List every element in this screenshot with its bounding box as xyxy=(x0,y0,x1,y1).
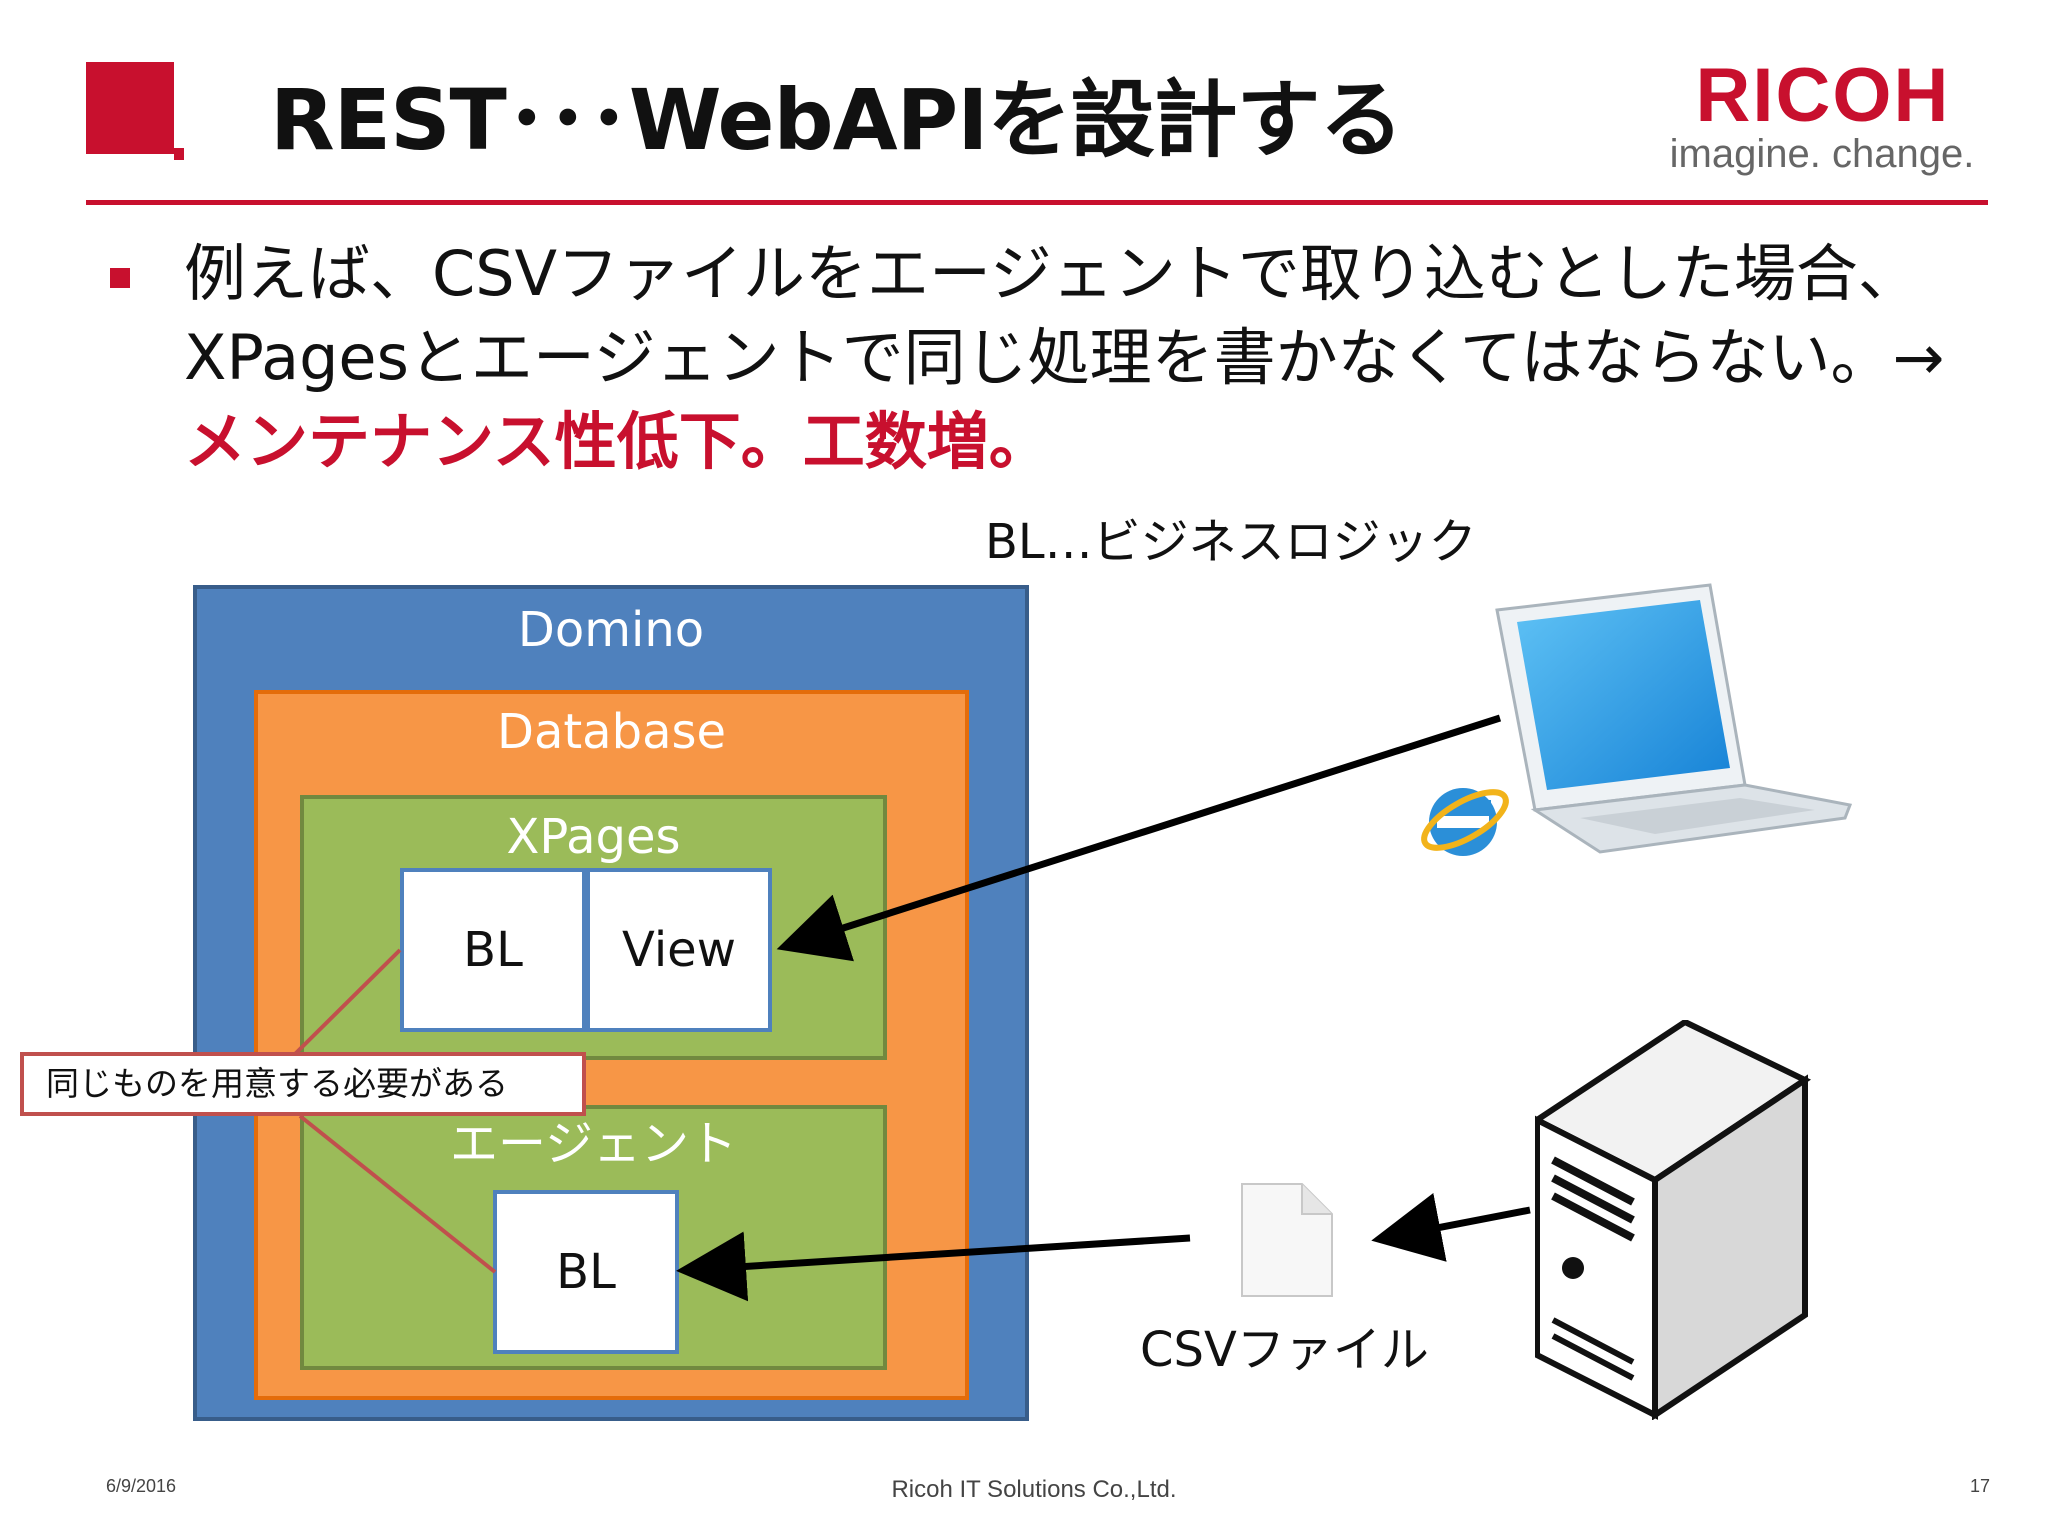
internet-explorer-icon xyxy=(1421,788,1509,856)
agent-label: エージェント xyxy=(449,1116,738,1172)
laptop-icon xyxy=(1495,583,1853,854)
xpages-label: XPages xyxy=(506,809,681,865)
csv-file-label: CSVファイル xyxy=(1140,1322,1429,1378)
csv-to-agent-arrow xyxy=(676,1231,1191,1302)
bullet-marker xyxy=(110,268,130,288)
slide-title: REST･･･WebAPIを設計する xyxy=(270,71,1403,169)
file-icon xyxy=(1241,1183,1333,1297)
ricoh-logo: RICOH xyxy=(1695,53,1951,138)
callout-connector-top xyxy=(293,948,402,1056)
title-mark xyxy=(86,62,174,154)
server-icon xyxy=(1535,1020,1812,1420)
bullet-text: 例えば、CSVファイルをエージェントで取り込むとした場合、XPagesとエージェ… xyxy=(184,232,1964,492)
footer-company: Ricoh IT Solutions Co.,Ltd. xyxy=(891,1476,1177,1503)
title-mark-tick xyxy=(174,148,184,160)
header-divider xyxy=(86,200,1988,205)
bl-legend: BL…ビジネスロジック xyxy=(985,514,1477,570)
browser-to-view-arrow xyxy=(776,714,1502,962)
server-to-csv-arrow xyxy=(1371,1193,1531,1262)
footer-date: 6/9/2016 xyxy=(106,1476,177,1496)
xpages-bl-box: BL xyxy=(400,868,586,1032)
ricoh-tagline: imagine. change. xyxy=(1669,132,1975,176)
view-box: View xyxy=(586,868,772,1032)
callout-connector-bottom xyxy=(298,1114,497,1274)
footer-page-number: 17 xyxy=(1969,1476,1990,1496)
database-label: Database xyxy=(496,704,727,760)
domino-label: Domino xyxy=(517,602,705,658)
bullet-text-body: 例えば、CSVファイルをエージェントで取り込むとした場合、XPagesとエージェ… xyxy=(184,237,1945,394)
duplicate-callout: 同じものを用意する必要がある xyxy=(20,1052,586,1116)
bullet-emphasis: メンテナンス性低下。工数増。 xyxy=(184,405,1051,478)
